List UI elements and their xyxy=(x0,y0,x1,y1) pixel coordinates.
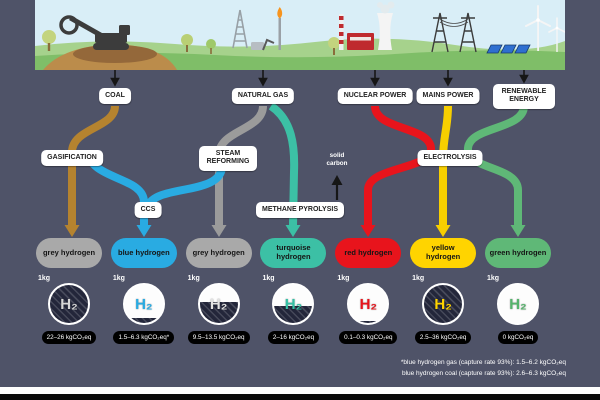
mass-label: 1kg xyxy=(486,275,500,282)
hydrogen-type-pill: turquoise hydrogen xyxy=(260,238,327,268)
gas-to-turquoise-arrow xyxy=(268,102,299,227)
process-label-electrolysis: ELECTROLYSIS xyxy=(417,150,483,167)
h2-emission-fill xyxy=(349,320,388,323)
cooling-tower-icon xyxy=(377,13,393,50)
h2-label: H₂ xyxy=(284,295,303,313)
solar-panels xyxy=(486,44,531,54)
h2-label: H₂ xyxy=(135,295,153,313)
mass-label: 1kg xyxy=(112,275,125,282)
h2-label: H₂ xyxy=(359,295,378,313)
hydrogen-type-pill: yellow hydrogen xyxy=(410,238,477,268)
h2-emission-fill xyxy=(274,305,313,323)
h2-emission-fill xyxy=(199,302,238,323)
h2-molecule-icon: H₂ xyxy=(422,283,465,325)
power-lines xyxy=(431,12,477,53)
h2-molecule-icon: H₂ xyxy=(496,283,539,325)
coal-to-grey-arrowhead xyxy=(64,225,80,237)
renewable-to-green-arrowhead xyxy=(510,225,526,237)
mass-label: 1kg xyxy=(262,275,275,282)
h2-emission-fill xyxy=(424,285,463,323)
h2-molecule-icon: H₂ xyxy=(272,283,315,325)
nuclear-to-red-arrowhead xyxy=(360,225,376,237)
h2-molecule-icon: H₂ xyxy=(122,283,165,325)
oil-derrick-icon xyxy=(232,9,248,49)
hydrogen-type-pill: grey hydrogen xyxy=(185,238,252,268)
process-label-methane-pyrolysis: METHANE PYROLYSIS xyxy=(256,202,344,219)
co2-emission-badge: 9.5–13.5 kgCO₂eq xyxy=(187,331,250,344)
flame-icon xyxy=(277,7,283,19)
process-label-gasification: GASIFICATION xyxy=(41,150,103,167)
coal-mine xyxy=(43,15,177,70)
nuclear-to-red-arrow xyxy=(364,105,435,226)
footnote-line-1: *blue hydrogen gas (capture rate 93%): 1… xyxy=(400,359,566,366)
mass-label: 1kg xyxy=(38,275,51,282)
hydrogen-type-pill: red hydrogen xyxy=(335,238,402,268)
process-label-ccs: CCS xyxy=(134,202,162,219)
gas-to-grey-arrowhead xyxy=(211,225,227,237)
hydrogen-type-pill: grey hydrogen xyxy=(36,238,102,268)
source-label-natural-gas: NATURAL GAS xyxy=(231,88,295,105)
wind-turbines xyxy=(525,5,565,52)
source-label-mains-power: MAINS POWER xyxy=(416,88,480,105)
h2-emission-fill xyxy=(124,318,163,323)
h2-molecule-icon: H₂ xyxy=(48,283,90,325)
solid-carbon-label: solid carbon xyxy=(326,152,348,167)
co2-emission-badge: 1.5–6.3 kgCO₂eq* xyxy=(113,331,175,344)
h2-label: H₂ xyxy=(209,295,228,313)
mass-label: 1kg xyxy=(412,275,425,282)
mass-label: 1kg xyxy=(187,275,200,282)
mass-label: 1kg xyxy=(337,275,350,282)
excavator-icon xyxy=(59,15,130,50)
h2-emission-fill xyxy=(50,285,88,323)
co2-emission-badge: 22–26 kgCO₂eq xyxy=(41,331,97,344)
co2-emission-badge: 0 kgCO₂eq xyxy=(497,331,539,344)
source-label-renewable-energy: RENEWABLE ENERGY xyxy=(493,84,555,109)
storage-tank-icon xyxy=(251,42,264,50)
pump-jack-icon xyxy=(262,38,275,51)
co2-emission-badge: 2.5–36 kgCO₂eq xyxy=(414,331,472,344)
flare-mast xyxy=(278,18,281,50)
ccs-to-blue-arrowhead xyxy=(136,225,152,237)
landscape-illustration xyxy=(35,0,565,70)
footnote: *blue hydrogen gas (capture rate 93%): 1… xyxy=(401,357,566,379)
source-label-coal: COAL xyxy=(99,88,131,105)
co2-emission-badge: 0.1–0.3 kgCO₂eq xyxy=(339,331,398,344)
h2-label: H₂ xyxy=(434,295,452,313)
hydrogen-type-pill: blue hydrogen xyxy=(110,238,177,268)
oil-gas-rigs xyxy=(232,7,283,51)
steam-to-ccs-arrow xyxy=(144,165,226,209)
bottom-black-band xyxy=(0,394,600,400)
banner-connector-arrows xyxy=(110,66,529,87)
h2-label: H₂ xyxy=(60,295,78,313)
footnote-line-2: blue hydrogen coal (capture rate 93%): 2… xyxy=(401,370,566,378)
source-label-nuclear-power: NUCLEAR POWER xyxy=(337,88,413,105)
trees xyxy=(42,30,340,55)
hydrogen-type-pill: green hydrogen xyxy=(484,238,551,268)
renewable-to-green-arrow xyxy=(464,105,528,226)
co2-emission-badge: 2–16 kgCO₂eq xyxy=(267,331,320,344)
h2-label: H₂ xyxy=(509,295,527,313)
bottom-white-band xyxy=(0,387,600,394)
h2-molecule-icon: H₂ xyxy=(347,283,390,325)
nuclear-plant xyxy=(339,1,395,50)
h2-molecule-icon: H₂ xyxy=(197,283,240,325)
process-label-steam-reforming: STEAM REFORMING xyxy=(199,146,257,171)
gas-to-turquoise-arrowhead xyxy=(285,225,301,237)
mains-to-yellow-arrowhead xyxy=(435,225,451,237)
solid-carbon-arrow xyxy=(331,175,343,200)
